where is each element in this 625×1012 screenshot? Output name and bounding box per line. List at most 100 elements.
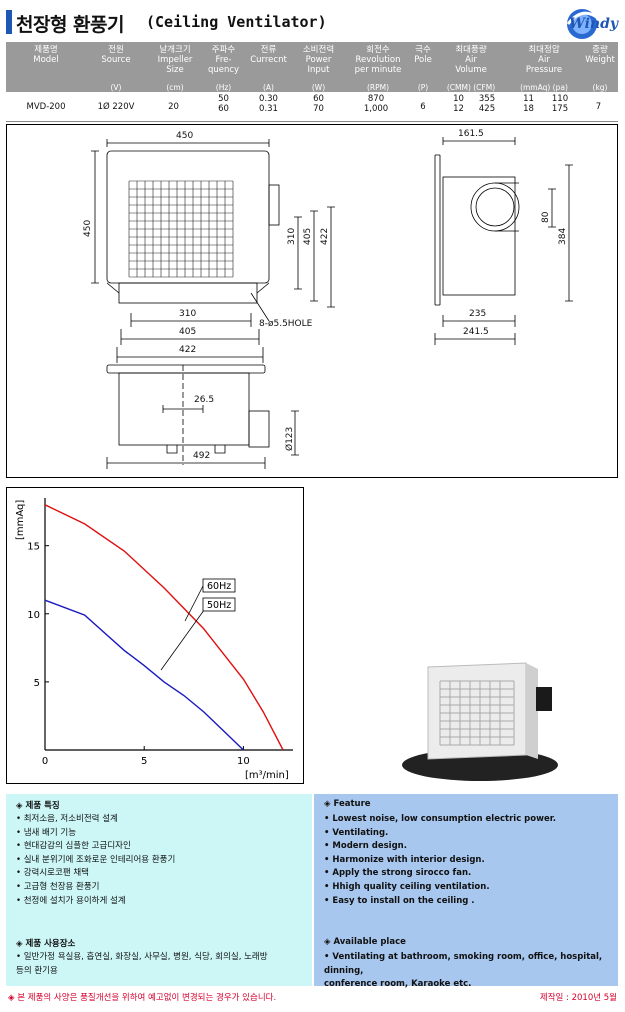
- cell-rpm: 870 1,000: [346, 94, 406, 114]
- feature-en-2: • Modern design.: [324, 841, 407, 852]
- product-image: [402, 662, 558, 781]
- legend-box-50hz: [202, 597, 236, 612]
- series-line-60Hz: [44, 504, 284, 751]
- y-axis-label: [mmAq]: [15, 500, 26, 540]
- footer-date: 제작일 : 2010년 5월: [539, 993, 617, 1003]
- title-korean: 천장형 환풍기: [16, 14, 125, 36]
- feature-heading-en: ◈ Feature: [324, 799, 371, 809]
- legend-box-60hz: [202, 578, 236, 593]
- cell-cfm: 355 425: [473, 94, 501, 114]
- x-tick-5: 5: [141, 756, 147, 767]
- side-view-body: [442, 176, 516, 296]
- callout-50hz: [160, 605, 208, 671]
- feature-ko-1: • 냄새 배기 기능: [16, 827, 77, 838]
- cmm-50: 10: [453, 94, 464, 104]
- bottom-view-outlet: [248, 410, 270, 448]
- dim-side-1615: 161.5: [458, 129, 484, 139]
- grille-pattern: [128, 180, 234, 278]
- features-english: ◈ Feature • Lowest noise, low consumptio…: [314, 794, 618, 989]
- dim-top-width: 450: [176, 131, 194, 141]
- footer-note: ◈ 본 제품의 사양은 품질개선을 위하여 예고없이 변경되는 경우가 있습니다…: [8, 993, 277, 1003]
- feature-en-0: • Lowest noise, low consumption electric…: [324, 814, 556, 824]
- feature-ko-4: • 강력시로코팬 채택: [16, 868, 89, 879]
- cell-pa: 110 175: [546, 94, 574, 114]
- dim-h422: 422: [179, 345, 197, 355]
- dim-v405: 405: [303, 227, 313, 245]
- power-50: 60: [313, 94, 324, 104]
- feature-ko-5: • 고급형 천장용 환풍기: [16, 881, 100, 892]
- feature-heading-ko: ◈ 제품 특징: [16, 801, 60, 811]
- legend-60hz: 60Hz: [207, 581, 231, 592]
- cell-freq: 50 60: [201, 94, 246, 114]
- bottom-view-body: [118, 372, 250, 446]
- feature-ko-3: • 실내 분위기에 조화로운 인테리어용 환풍기: [16, 854, 176, 865]
- power-60: 70: [313, 103, 324, 114]
- current-60: 0.31: [259, 103, 278, 114]
- x-tick-0: 0: [42, 756, 48, 767]
- series-line-50Hz: [44, 599, 244, 751]
- rpm-50: 870: [367, 94, 385, 104]
- feature-en-4: • Apply the strong sirocco fan.: [324, 868, 472, 879]
- dim-side-80: 80: [541, 211, 551, 223]
- current-50: 0.30: [259, 94, 278, 104]
- dim-side-235: 235: [469, 309, 487, 319]
- feature-en-6: • Easy to install on the ceiling .: [324, 895, 475, 906]
- feature-ko-6: • 천정에 설치가 용이하게 설계: [16, 895, 126, 906]
- legend-50hz: 50Hz: [207, 600, 231, 611]
- place-heading-ko: ◈ 제품 사용장소: [16, 939, 76, 949]
- windy-logo: Windy: [538, 4, 618, 44]
- cell-source: 1Ø 220V: [97, 102, 135, 112]
- dim-bottom-492: 492: [193, 451, 211, 461]
- front-view-connector: [268, 184, 280, 226]
- dim-bottom-265: 26.5: [194, 395, 215, 405]
- cell-weight: 7: [595, 102, 602, 112]
- x-tick-10: 10: [237, 756, 250, 767]
- spec-table-row: MVD-200 1Ø 220V 20 50 60 0.30 0.31 60 70…: [6, 92, 618, 122]
- title-accent-mark: [6, 10, 12, 34]
- title-bar: 천장형 환풍기 (Ceiling Ventilator) Windy: [6, 8, 618, 39]
- logo-swoosh-icon: [566, 9, 599, 39]
- dim-side-2415: 241.5: [463, 327, 489, 337]
- cell-impeller: 20: [168, 102, 179, 112]
- front-view-body: [106, 150, 270, 284]
- place-list-en: • Ventilating at bathroom, smoking room,…: [324, 951, 618, 992]
- pa-50: 110: [551, 94, 569, 104]
- features-korean: ◈ 제품 특징 • 최저소음, 저소비전력 설계• 냄새 배기 기능• 현대감감…: [6, 794, 312, 986]
- mmaq-60: 18: [523, 103, 534, 114]
- dim-h310: 310: [179, 309, 197, 319]
- dim-bottom-123: Ø123: [285, 426, 295, 451]
- dim-hole: 8-ø5.5HOLE: [259, 319, 313, 329]
- dim-h405: 405: [179, 327, 197, 337]
- feature-en-5: • Hhigh quality ceiling ventilation.: [324, 881, 490, 892]
- cfm-50: 355: [478, 94, 496, 104]
- place-heading-en: ◈ Available place: [324, 937, 406, 947]
- mmaq-50: 11: [523, 94, 534, 104]
- place-ko-1: 등의 환기용: [16, 965, 58, 976]
- drawing-lines: [91, 137, 573, 469]
- place-ko-0: • 일반가정 욕실용, 흡연실, 화장실, 사무실, 병원, 식당, 회의실, …: [16, 952, 268, 962]
- feature-ko-2: • 현대감감의 심플한 고급디자인: [16, 841, 131, 852]
- y-tick-15: 15: [27, 542, 40, 553]
- feature-en-3: • Harmonize with interior design.: [324, 854, 485, 865]
- feature-en-1: • Ventilating.: [324, 827, 389, 838]
- place-list-ko: • 일반가정 욕실용, 흡연실, 화장실, 사무실, 병원, 식당, 회의실, …: [16, 951, 268, 978]
- x-axis-label: [m³/min]: [245, 770, 289, 781]
- callout-60hz: [184, 585, 204, 622]
- feature-list-en: • Lowest noise, low consumption electric…: [324, 813, 556, 908]
- technical-drawing: 450 450 310 405 422 310 405 422 8-ø5.5HO…: [6, 124, 618, 478]
- dim-v422: 422: [320, 227, 330, 245]
- pa-60: 175: [551, 103, 569, 114]
